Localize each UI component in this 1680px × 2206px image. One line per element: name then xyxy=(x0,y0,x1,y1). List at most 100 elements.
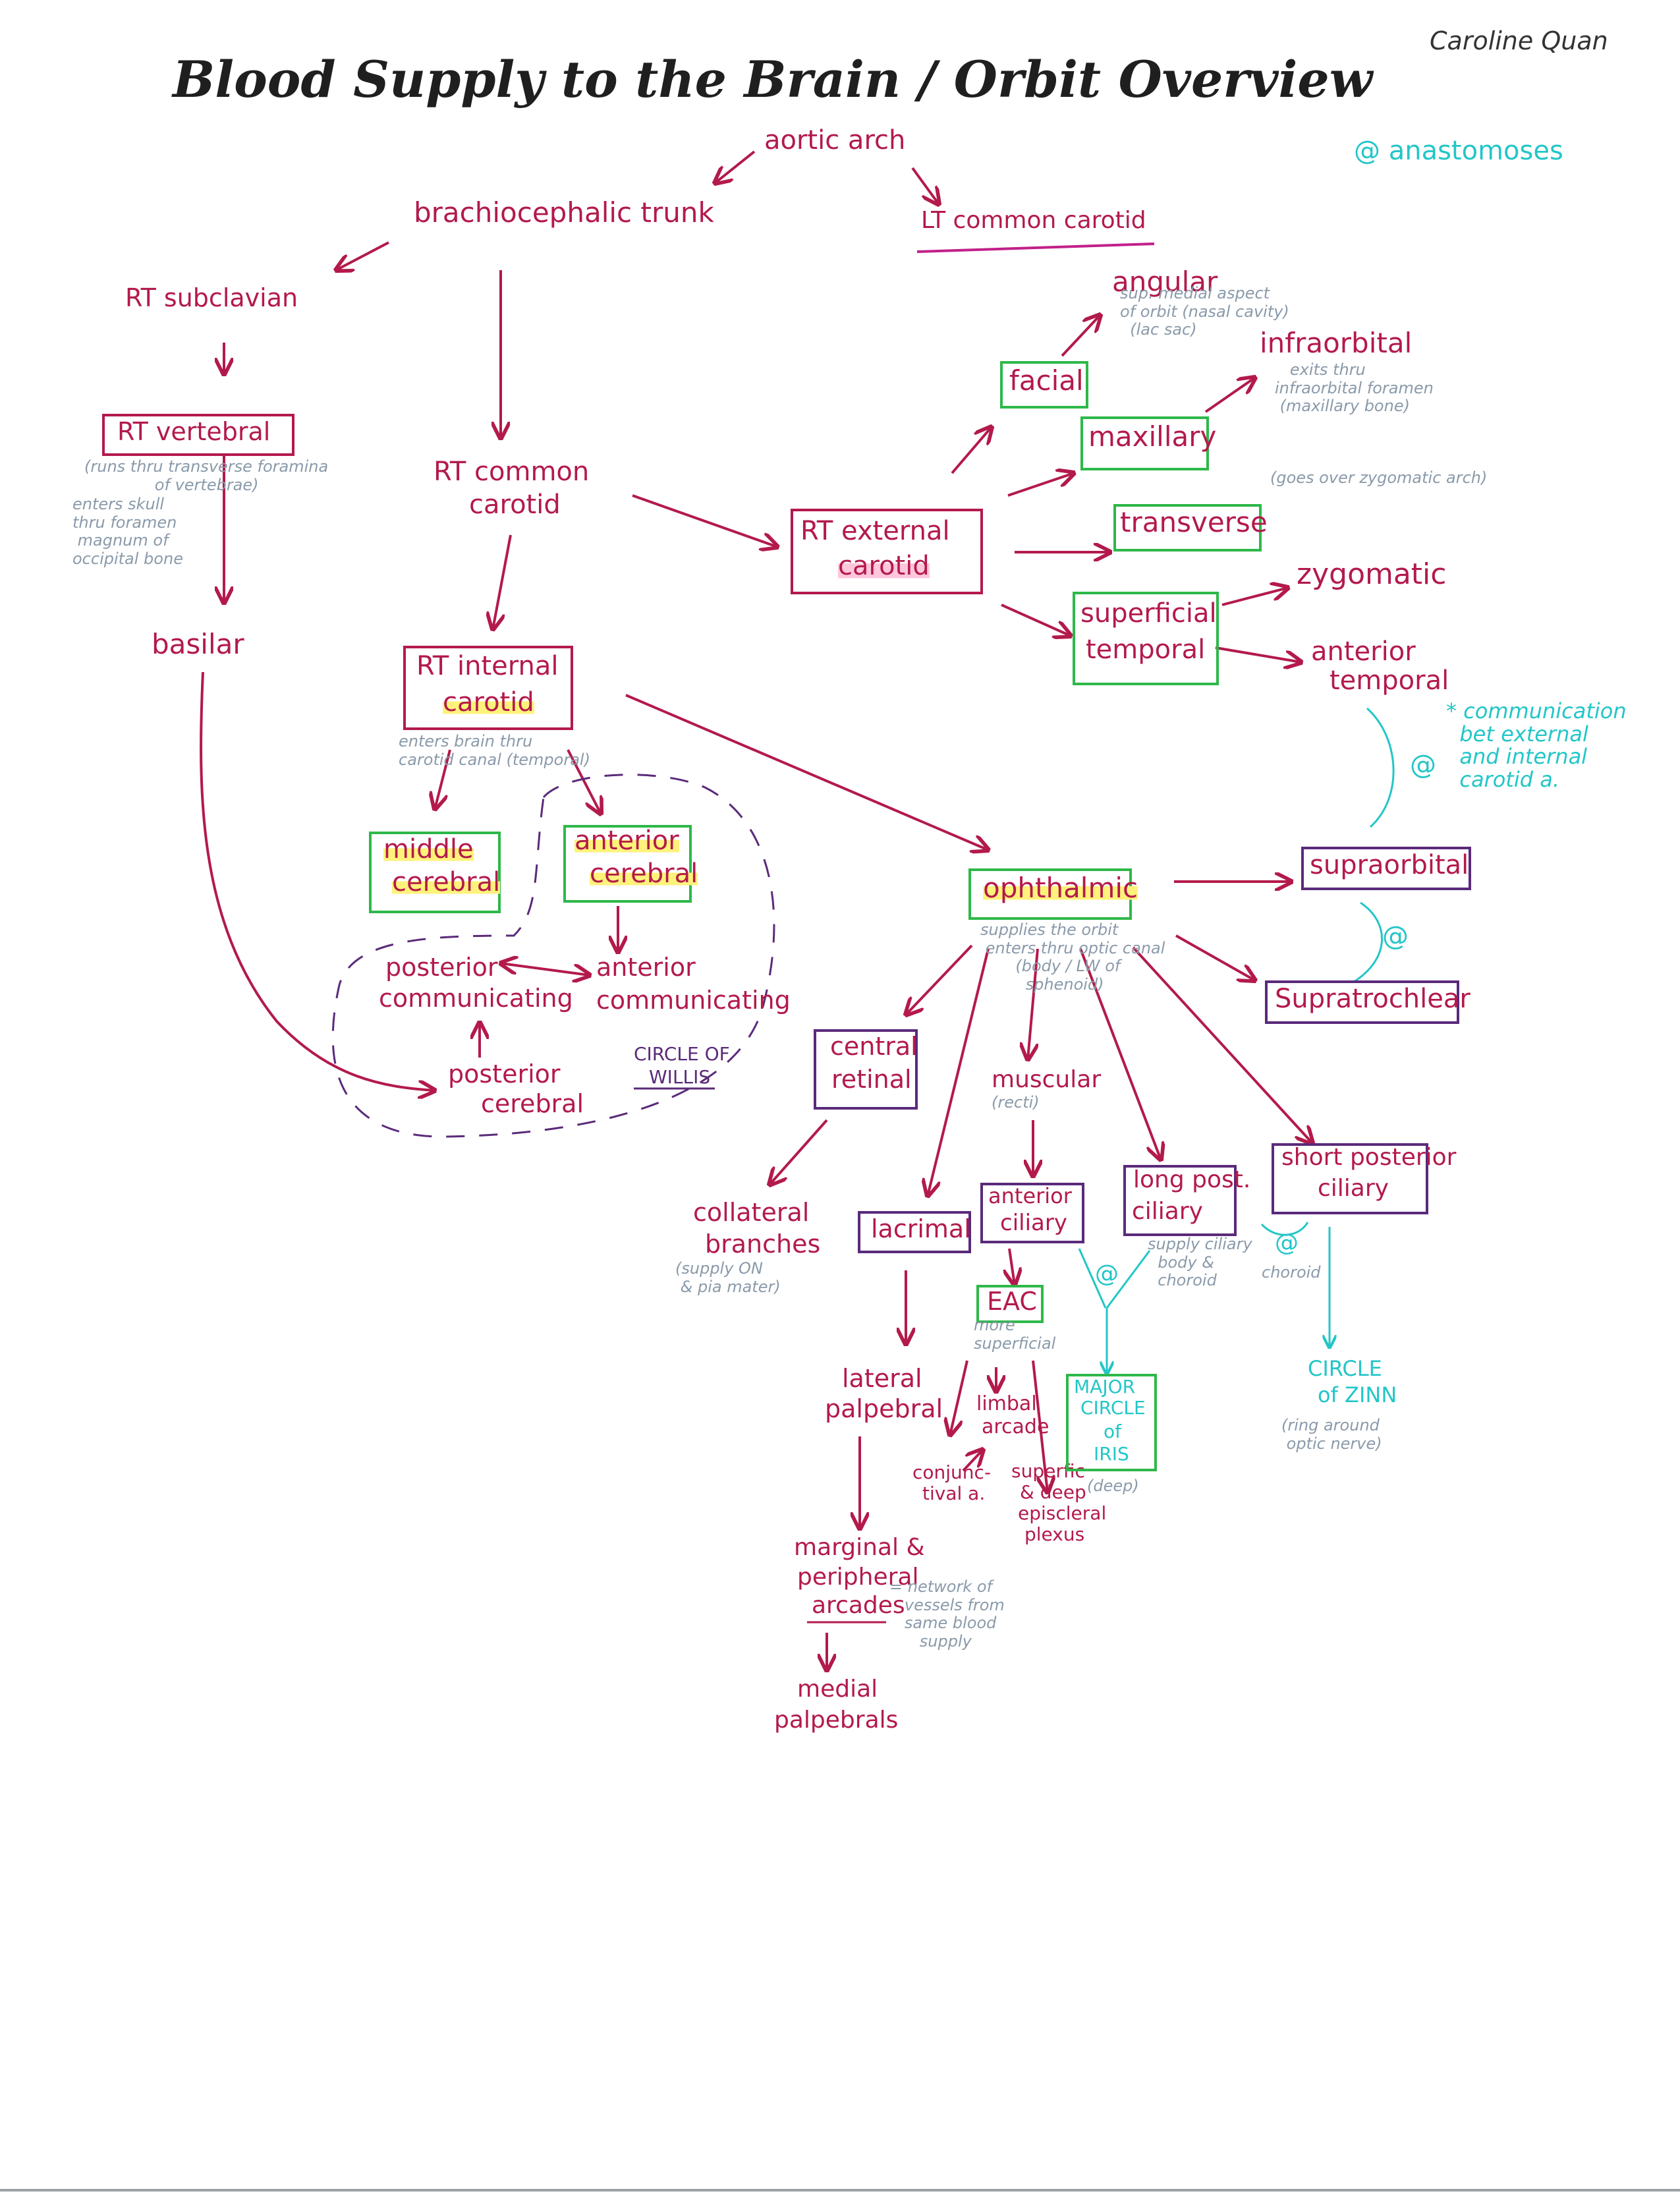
node-episcleral-line2: & deep xyxy=(1020,1481,1086,1503)
node-rt-common-carotid-line2: carotid xyxy=(469,490,561,520)
node-marginal-line3: arcades xyxy=(812,1592,905,1619)
arrow-external-to-maxillary xyxy=(1007,473,1074,497)
node-maxillary: maxillary xyxy=(1088,420,1217,453)
node-anterior-ciliary-line2: ciliary xyxy=(1000,1210,1067,1236)
box-lacrimal xyxy=(858,1211,971,1253)
node-long-post-ciliary-line1: long post. xyxy=(1133,1166,1251,1193)
note-eac: more superficial xyxy=(974,1316,1056,1353)
arrow-internal-to-ophthalmic xyxy=(625,694,988,850)
anast-shortpost-longpost xyxy=(1260,1222,1309,1236)
node-rt-external-line1: RT external xyxy=(800,516,950,546)
note-choroid: choroid xyxy=(1262,1263,1321,1282)
arrow-facial-to-angular xyxy=(1061,315,1100,357)
arrow-eac-to-conjunctival xyxy=(950,1360,968,1435)
node-circle-zinn-line2: of ZINN xyxy=(1318,1382,1397,1407)
arrow-maxillary-to-infraorbital xyxy=(1204,378,1255,413)
arrow-suptemporal-to-anttemporal xyxy=(1215,646,1301,662)
anastomoses-legend: @ anastomoses xyxy=(1354,136,1563,166)
ltcc-underline xyxy=(916,242,1155,253)
node-supratrochlear: Supratrochlear xyxy=(1275,984,1470,1014)
anastomosis-marker-3: @ xyxy=(1275,1230,1299,1257)
note-deep: (deep) xyxy=(1087,1477,1139,1495)
box-maxillary xyxy=(1080,416,1209,470)
anastomosis-marker-4: @ xyxy=(1095,1260,1119,1287)
note-angular: sup. medial aspect of orbit (nasal cavit… xyxy=(1120,284,1289,339)
node-medial-palpebrals-line1: medial xyxy=(797,1676,878,1703)
node-rt-internal-line2: carotid xyxy=(443,687,534,718)
arrow-suptemporal-to-zygomatic xyxy=(1221,588,1288,606)
note-communication: * communication bet external and interna… xyxy=(1446,698,1627,792)
node-major-circle-line3: of xyxy=(1104,1421,1121,1442)
node-marginal-line2: peripheral xyxy=(797,1564,919,1591)
arrow-postcomm-antcomm xyxy=(501,963,590,975)
anast-major-circle-right xyxy=(1106,1250,1151,1309)
note-rt-internal: enters brain thru carotid canal (tempora… xyxy=(399,732,590,769)
arrow-ophthalmic-to-supratrochlear xyxy=(1175,934,1255,980)
box-central-retinal xyxy=(814,1029,918,1110)
note-ophthalmic: supplies the orbit enters thru optic can… xyxy=(980,920,1165,994)
node-collateral-branches-line1: collateral xyxy=(693,1198,810,1227)
node-conjunctival-line1: conjunc- xyxy=(912,1461,992,1483)
box-supratrochlear xyxy=(1265,980,1459,1024)
arrow-internal-to-anterior xyxy=(567,749,601,814)
box-rt-internal-carotid xyxy=(403,646,573,730)
arrow-ophthalmic-to-shortpost xyxy=(1132,946,1312,1143)
anastomosis-marker-2: @ xyxy=(1382,921,1409,951)
node-lateral-palpebral-line1: lateral xyxy=(842,1364,922,1393)
node-superficial-temporal-line2: temporal xyxy=(1086,635,1206,665)
node-rt-vertebral: RT vertebral xyxy=(117,417,271,446)
node-anterior-cerebral-line1: anterior xyxy=(574,826,679,856)
page-title: Blood Supply to the Brain / Orbit Overvi… xyxy=(173,50,1373,109)
node-rt-common-carotid-line1: RT common xyxy=(434,457,590,487)
arrow-basilar-to-postcerebral xyxy=(200,671,435,1090)
box-short-posterior-ciliary xyxy=(1272,1143,1428,1214)
node-rt-subclavian: RT subclavian xyxy=(125,283,298,312)
node-facial: facial xyxy=(1009,364,1084,397)
box-facial xyxy=(1000,361,1088,409)
arrow-rtcc-to-internal xyxy=(493,534,512,629)
arrow-aortic-to-ltcc xyxy=(911,167,939,204)
note-rt-vertebral: (runs thru transverse foramina of verteb… xyxy=(84,457,329,494)
node-limbal-arcade-line2: arcade xyxy=(982,1415,1050,1438)
node-anterior-temporal-line1: anterior xyxy=(1311,636,1416,667)
node-conjunctival-line2: tival a. xyxy=(922,1483,986,1504)
arrow-ophthalmic-to-muscular xyxy=(1028,948,1039,1060)
node-brachiocephalic-trunk: brachiocephalic trunk xyxy=(414,196,714,229)
node-limbal-arcade-line1: limbal xyxy=(976,1392,1037,1415)
node-short-post-ciliary-line1: short posterior xyxy=(1281,1144,1457,1171)
label-circle-of-willis-line1: CIRCLE OF xyxy=(634,1043,730,1065)
arrow-central-to-collateral xyxy=(770,1119,828,1185)
note-marginal: = network of vessels from same blood sup… xyxy=(889,1577,1005,1651)
arrow-antciliary-to-eac xyxy=(1009,1248,1015,1285)
node-major-circle-line4: IRIS xyxy=(1094,1443,1129,1465)
box-anterior-ciliary xyxy=(980,1183,1084,1243)
node-posterior-communicating-line1: posterior xyxy=(385,953,498,982)
node-middle-cerebral-line1: middle xyxy=(383,834,474,864)
note-muscular: (recti) xyxy=(992,1093,1040,1112)
node-posterior-cerebral-line2: cerebral xyxy=(481,1089,584,1118)
label-circle-of-willis-line2: WILLIS xyxy=(649,1066,711,1088)
box-supraorbital xyxy=(1301,847,1471,890)
node-posterior-cerebral-line1: posterior xyxy=(448,1060,561,1089)
arrow-external-to-facial xyxy=(951,427,992,474)
node-marginal-line1: marginal & xyxy=(794,1534,925,1561)
node-episcleral-line3: episcleral xyxy=(1018,1502,1107,1524)
box-rt-external-carotid xyxy=(791,509,983,594)
note-long-post: supply ciliary body & choroid xyxy=(1148,1235,1252,1290)
box-transverse xyxy=(1113,504,1262,552)
node-episcleral-line4: plexus xyxy=(1024,1523,1085,1545)
circle-of-willis-boundary xyxy=(331,774,775,1138)
box-eac xyxy=(976,1285,1044,1323)
node-transverse: transverse xyxy=(1120,506,1268,538)
author-name: Caroline Quan xyxy=(1430,26,1608,55)
node-lateral-palpebral-line2: palpebral xyxy=(825,1394,943,1423)
node-infraorbital: infraorbital xyxy=(1260,327,1413,359)
node-circle-zinn-line1: CIRCLE xyxy=(1308,1356,1382,1381)
node-lacrimal: lacrimal xyxy=(871,1214,971,1243)
anast-anttemporal-supraorbital xyxy=(1366,707,1395,828)
arrow-aortic-to-brachio xyxy=(715,150,756,183)
box-long-posterior-ciliary xyxy=(1123,1165,1237,1236)
node-major-circle-line1: MAJOR xyxy=(1074,1376,1136,1398)
